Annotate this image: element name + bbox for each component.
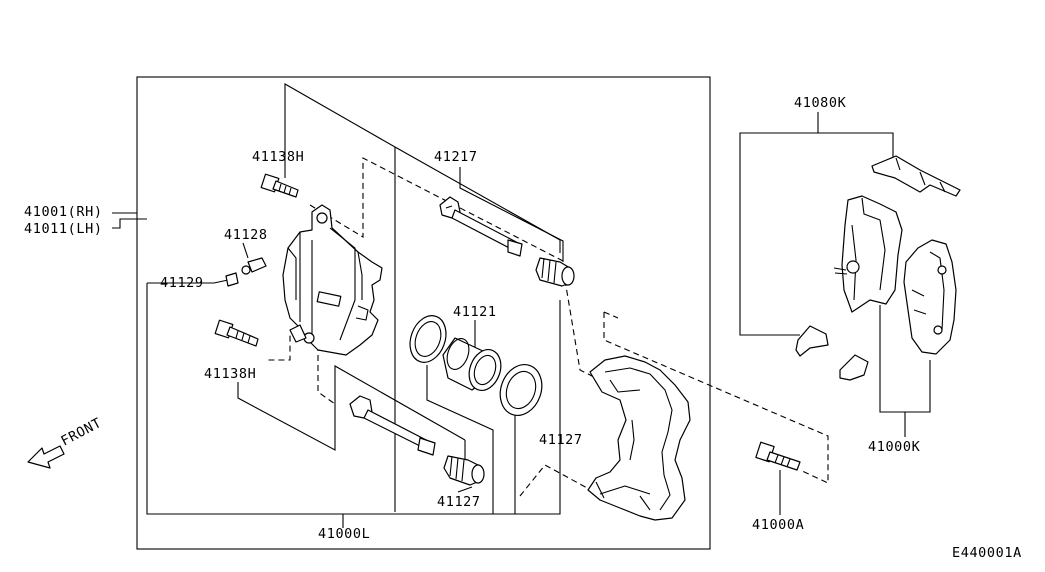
- bleeder-cap: [225, 272, 239, 287]
- brake-pad-inner: [833, 195, 903, 313]
- label-bleeder-screw: 41128: [224, 227, 268, 243]
- guide-pin-upper: [439, 196, 523, 257]
- guide-pin-bolt-lower: [214, 319, 259, 347]
- label-caliper-rh: 41001(RH): [24, 204, 103, 220]
- piston-boot: [499, 364, 543, 416]
- bleeder-screw: [241, 257, 267, 275]
- front-arrow-icon: [27, 445, 65, 469]
- label-diagram-code: E440001A: [952, 545, 1022, 561]
- label-boot-upper: 41127: [539, 432, 583, 448]
- piston: [442, 337, 502, 391]
- pin-boot-lower: [443, 455, 485, 486]
- dashed-alignment-lines: [265, 157, 829, 497]
- label-front: FRONT: [58, 415, 104, 450]
- guide-pin-bolt-upper: [260, 173, 299, 198]
- pin-boot-upper: [535, 257, 575, 287]
- label-pad-kit-hardware: 41080K: [794, 95, 847, 111]
- pad-clip-lower-left: [795, 325, 829, 357]
- label-pin-boot-kit: 41217: [434, 149, 478, 165]
- piston-seal: [409, 315, 447, 363]
- torque-member: [587, 355, 691, 521]
- torque-member-bolt: [755, 441, 801, 471]
- label-torque-member-bolt: 41000A: [752, 517, 804, 533]
- caliper-body: [282, 204, 383, 356]
- label-caliper-assy: 41000L: [318, 526, 370, 542]
- pad-clip-lower-right: [839, 354, 869, 381]
- label-caliper-lh: 41011(LH): [24, 221, 103, 237]
- label-bolt-lower: 41138H: [204, 366, 256, 382]
- label-pad-kit: 41000K: [868, 439, 921, 455]
- caliper-assembly-frame: [136, 76, 711, 550]
- leader-lines: [112, 83, 931, 528]
- label-bolt-upper: 41138H: [252, 149, 304, 165]
- label-boot-lower: 41127: [437, 494, 481, 510]
- pad-shim-upper: [871, 155, 961, 197]
- label-piston: 41121: [453, 304, 497, 320]
- guide-pin-lower: [349, 395, 436, 456]
- brake-pad-outer: [903, 239, 957, 355]
